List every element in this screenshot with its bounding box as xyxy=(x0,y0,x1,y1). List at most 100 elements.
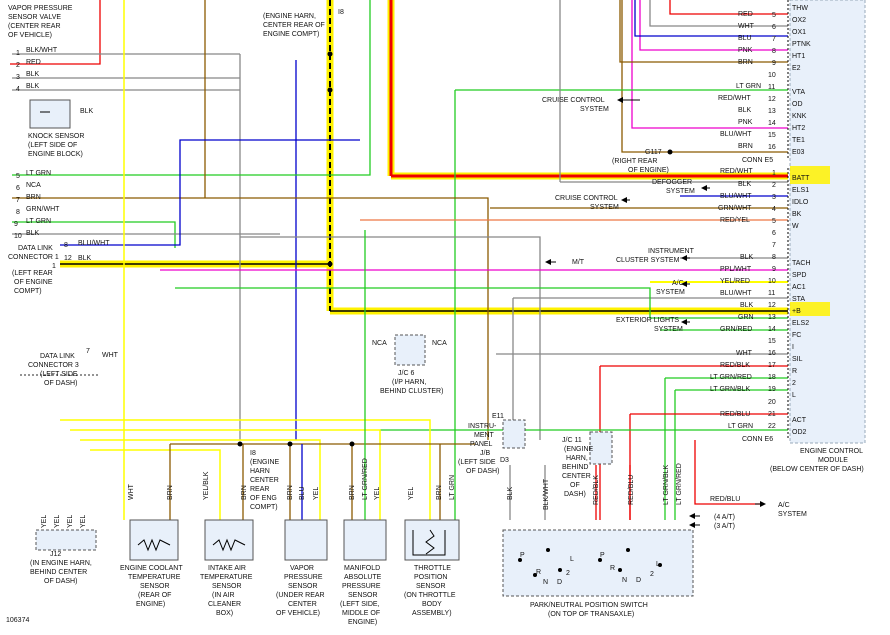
svg-text:(LEFT REAR: (LEFT REAR xyxy=(12,270,53,277)
svg-text:BLK: BLK xyxy=(740,302,754,309)
svg-text:BATT: BATT xyxy=(792,175,810,182)
top-left-label: VAPOR PRESSURE SENSOR VALVE (CENTER REAR… xyxy=(8,5,73,39)
svg-text:BLK: BLK xyxy=(738,107,752,114)
svg-text:5: 5 xyxy=(16,173,20,180)
svg-text:LT GRN: LT GRN xyxy=(736,83,761,90)
svg-text:OF ENGINE): OF ENGINE) xyxy=(628,167,669,174)
svg-text:GRN/WHT: GRN/WHT xyxy=(26,206,60,213)
svg-text:MANIFOLD: MANIFOLD xyxy=(344,565,380,572)
svg-text:11: 11 xyxy=(768,290,775,297)
svg-text:DEFOGGER: DEFOGGER xyxy=(652,179,692,186)
svg-text:PRESSURE: PRESSURE xyxy=(284,574,323,581)
svg-text:D3: D3 xyxy=(500,457,509,464)
svg-text:13: 13 xyxy=(768,314,776,321)
svg-text:15: 15 xyxy=(768,338,776,345)
svg-text:HT2: HT2 xyxy=(792,125,805,132)
svg-text:I: I xyxy=(792,344,794,351)
svg-text:2: 2 xyxy=(772,182,776,189)
svg-text:BRN: BRN xyxy=(436,485,443,500)
svg-text:BLK: BLK xyxy=(738,181,752,188)
sensor-labels: J12 (IN ENGINE HARN, BEHIND CENTER OF DA… xyxy=(30,413,648,626)
svg-text:OF VEHICLE): OF VEHICLE) xyxy=(8,32,52,39)
svg-text:KNOCK SENSOR: KNOCK SENSOR xyxy=(28,133,84,140)
svg-text:YEL: YEL xyxy=(408,487,415,500)
svg-text:PNK: PNK xyxy=(738,47,753,54)
svg-text:BEHIND: BEHIND xyxy=(562,464,588,471)
svg-text:VAPOR: VAPOR xyxy=(290,565,314,572)
svg-text:BLU/WHT: BLU/WHT xyxy=(78,240,110,247)
svg-text:J/B: J/B xyxy=(480,450,490,457)
svg-text:P: P xyxy=(600,552,605,559)
svg-text:N: N xyxy=(622,577,627,584)
svg-text:RED/BLU: RED/BLU xyxy=(628,475,635,505)
svg-text:7: 7 xyxy=(772,242,776,249)
svg-text:BRN: BRN xyxy=(241,485,248,500)
svg-text:(BELOW CENTER OF DASH): (BELOW CENTER OF DASH) xyxy=(770,466,864,473)
svg-text:BEHIND CLUSTER): BEHIND CLUSTER) xyxy=(380,388,443,395)
svg-text:J/C 6: J/C 6 xyxy=(398,370,414,377)
svg-text:GRN/WHT: GRN/WHT xyxy=(718,205,752,212)
svg-text:ELS1: ELS1 xyxy=(792,187,809,194)
svg-text:ABSOLUTE: ABSOLUTE xyxy=(344,574,382,581)
svg-text:CENTER: CENTER xyxy=(250,477,279,484)
svg-text:2: 2 xyxy=(566,570,570,577)
svg-text:12: 12 xyxy=(768,302,776,309)
svg-text:BRN: BRN xyxy=(738,143,753,150)
svg-text:CENTER REAR OF: CENTER REAR OF xyxy=(263,22,325,29)
svg-text:WHT: WHT xyxy=(738,23,755,30)
svg-text:BLU: BLU xyxy=(299,486,306,500)
svg-text:AC1: AC1 xyxy=(792,284,806,291)
svg-text:PNK: PNK xyxy=(738,119,753,126)
svg-text:2: 2 xyxy=(650,571,654,578)
svg-text:WHT: WHT xyxy=(128,483,135,500)
dlc3-label: DATA LINK CONNECTOR 3 (LEFT SIDE OF DASH… xyxy=(28,348,119,387)
svg-text:1: 1 xyxy=(52,263,56,270)
svg-text:TEMPERATURE: TEMPERATURE xyxy=(128,574,181,581)
svg-text:N: N xyxy=(543,579,548,586)
svg-text:BLK: BLK xyxy=(80,108,94,115)
svg-text:PANEL: PANEL xyxy=(470,441,493,448)
svg-text:I8: I8 xyxy=(338,9,344,16)
svg-text:ENGINE): ENGINE) xyxy=(348,619,377,626)
svg-text:4: 4 xyxy=(772,206,776,213)
svg-text:15: 15 xyxy=(768,132,776,139)
svg-text:E11: E11 xyxy=(492,413,504,420)
svg-text:(ON THROTTLE: (ON THROTTLE xyxy=(404,592,456,599)
svg-text:RED: RED xyxy=(738,11,753,18)
svg-text:ENGINE BLOCK): ENGINE BLOCK) xyxy=(28,151,83,158)
svg-text:RED/BLU: RED/BLU xyxy=(720,411,750,418)
svg-text:BLK: BLK xyxy=(507,486,514,500)
svg-text:YEL/RED: YEL/RED xyxy=(720,278,750,285)
svg-text:INSTRUMENT: INSTRUMENT xyxy=(648,248,695,255)
svg-text:(LEFT SIDE OF: (LEFT SIDE OF xyxy=(28,142,77,149)
svg-text:BLK: BLK xyxy=(26,230,40,237)
svg-text:OX1: OX1 xyxy=(792,29,806,36)
svg-text:10: 10 xyxy=(14,233,22,240)
svg-text:9: 9 xyxy=(14,221,18,228)
svg-text:DATA LINK: DATA LINK xyxy=(18,245,53,252)
svg-text:ENGINE COMPT): ENGINE COMPT) xyxy=(263,31,319,38)
svg-text:SENSOR: SENSOR xyxy=(288,583,318,590)
svg-text:SIL: SIL xyxy=(792,356,803,363)
svg-text:6: 6 xyxy=(772,230,776,237)
svg-text:BODY: BODY xyxy=(422,601,442,608)
svg-text:SENSOR: SENSOR xyxy=(212,583,242,590)
svg-text:LT GRN/BLK: LT GRN/BLK xyxy=(710,386,751,393)
svg-text:PARK/NEUTRAL POSITION SWITCH: PARK/NEUTRAL POSITION SWITCH xyxy=(530,602,648,609)
svg-text:(RIGHT REAR: (RIGHT REAR xyxy=(612,158,657,165)
svg-text:CLUSTER SYSTEM: CLUSTER SYSTEM xyxy=(616,257,680,264)
svg-text:CLEANER: CLEANER xyxy=(208,601,241,608)
svg-text:BLK: BLK xyxy=(740,254,754,261)
svg-text:CRUISE CONTROL: CRUISE CONTROL xyxy=(542,97,605,104)
reference-labels: CRUISE CONTROL SYSTEM DEFOGGER SYSTEM CR… xyxy=(542,97,807,530)
svg-text:TEMPERATURE: TEMPERATURE xyxy=(200,574,253,581)
svg-text:VAPOR PRESSURE: VAPOR PRESSURE xyxy=(8,5,73,12)
svg-text:I8: I8 xyxy=(250,450,256,457)
svg-text:2: 2 xyxy=(16,62,20,69)
svg-text:R: R xyxy=(792,368,797,375)
svg-text:J12: J12 xyxy=(50,551,61,558)
svg-text:7: 7 xyxy=(16,197,20,204)
svg-text:IDLO: IDLO xyxy=(792,199,809,206)
